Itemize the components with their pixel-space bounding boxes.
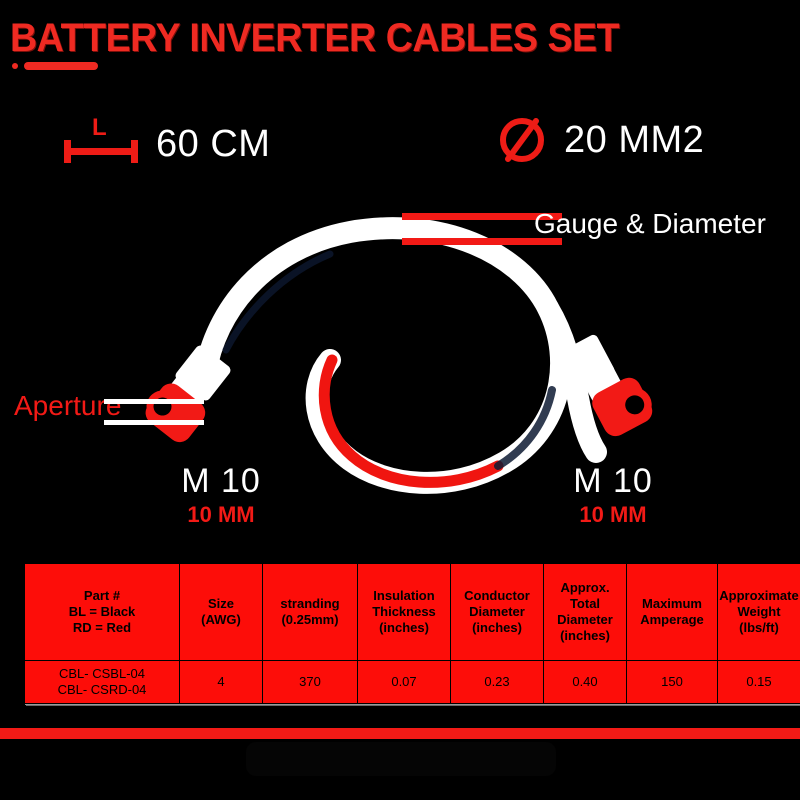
th-line: Size	[207, 596, 234, 612]
th-line: Diameter	[469, 604, 525, 620]
length-letter-l: L	[92, 114, 107, 141]
cell-total-diameter: 0.40	[543, 660, 627, 704]
red-cable	[222, 250, 556, 488]
terminal-label-left: M 10 10 MM	[146, 462, 296, 528]
cell-conductor-diameter: 0.23	[450, 660, 544, 704]
th-line: (inches)	[472, 619, 522, 635]
length-cap-right	[131, 140, 138, 163]
cell-approx-weight: 0.15	[717, 660, 800, 704]
th-line: Thickness	[372, 604, 436, 620]
footer-watermark	[246, 742, 556, 776]
terminal-left-mm: 10 MM	[187, 501, 255, 527]
cell-size-awg: 4	[179, 660, 263, 704]
accent-dot	[12, 63, 18, 69]
callout-gauge-diameter: Gauge & Diameter	[534, 208, 766, 239]
footer-accent-bar	[0, 728, 800, 739]
th-line: Part #	[83, 588, 121, 604]
title-accent-rule	[12, 62, 98, 70]
terminal-left-size: M 10	[181, 462, 261, 500]
th-line: Total	[569, 596, 601, 612]
white-cable	[194, 217, 607, 494]
th-line: Approximate	[719, 588, 799, 604]
terminal-label-right: M 10 10 MM	[538, 462, 688, 528]
th-line: Diameter	[557, 612, 613, 627]
page-title: BATTERY INVERTER CABLES SET	[10, 16, 620, 60]
th-line: stranding	[280, 596, 340, 612]
th-line: Maximum	[642, 596, 702, 612]
th-stranding: stranding(0.25mm)	[262, 563, 358, 661]
length-rail	[66, 148, 134, 155]
th-line: RD = Red	[72, 619, 132, 635]
aperture-pointer-line-bottom	[104, 420, 204, 425]
th-line: (AWG)	[201, 612, 241, 627]
th-line: (lbs/ft)	[739, 619, 779, 635]
aperture-pointer-lines	[104, 399, 204, 425]
gauge-pointer-lines	[402, 213, 562, 247]
left-ring-terminal	[145, 345, 231, 443]
th-line: (inches)	[379, 619, 429, 635]
spec-length: L 60 CM	[62, 114, 271, 170]
accent-bar	[24, 62, 98, 70]
right-ring-terminal	[561, 334, 653, 437]
length-dimension-icon: L	[62, 114, 140, 170]
aperture-pointer-line-top	[104, 399, 204, 404]
th-line: BL = Black	[68, 604, 136, 620]
spec-diameter: 20 MM2	[496, 114, 704, 166]
th-line: Amperage	[640, 612, 704, 627]
th-line: (inches)	[560, 627, 610, 643]
terminal-right-mm: 10 MM	[579, 501, 647, 527]
terminal-right-size: M 10	[573, 462, 653, 500]
gauge-pointer-line-bottom	[402, 238, 562, 245]
th-line: Weight	[737, 604, 781, 620]
spec-diameter-value: 20 MM2	[564, 118, 705, 161]
part-number-line: CBL- CSBL-04	[59, 665, 145, 681]
cell-insulation-thickness: 0.07	[357, 660, 451, 704]
length-cap-left	[64, 140, 71, 163]
th-line: (0.25mm)	[281, 612, 339, 627]
cell-max-amperage: 150	[626, 660, 718, 704]
cable-illustration	[145, 217, 653, 494]
th-line: Approx.	[560, 580, 610, 596]
th-size-awg: Size(AWG)	[179, 563, 263, 661]
gauge-pointer-line-top	[402, 213, 562, 220]
cell-stranding: 370	[262, 660, 358, 704]
spec-length-value: 60 CM	[156, 122, 271, 165]
th-line: Conductor	[464, 588, 530, 604]
part-number-line: CBL- CSRD-04	[57, 682, 147, 697]
callout-aperture: Aperture	[14, 390, 122, 421]
diameter-symbol-icon	[500, 118, 544, 162]
th-line: Insulation	[373, 588, 435, 604]
